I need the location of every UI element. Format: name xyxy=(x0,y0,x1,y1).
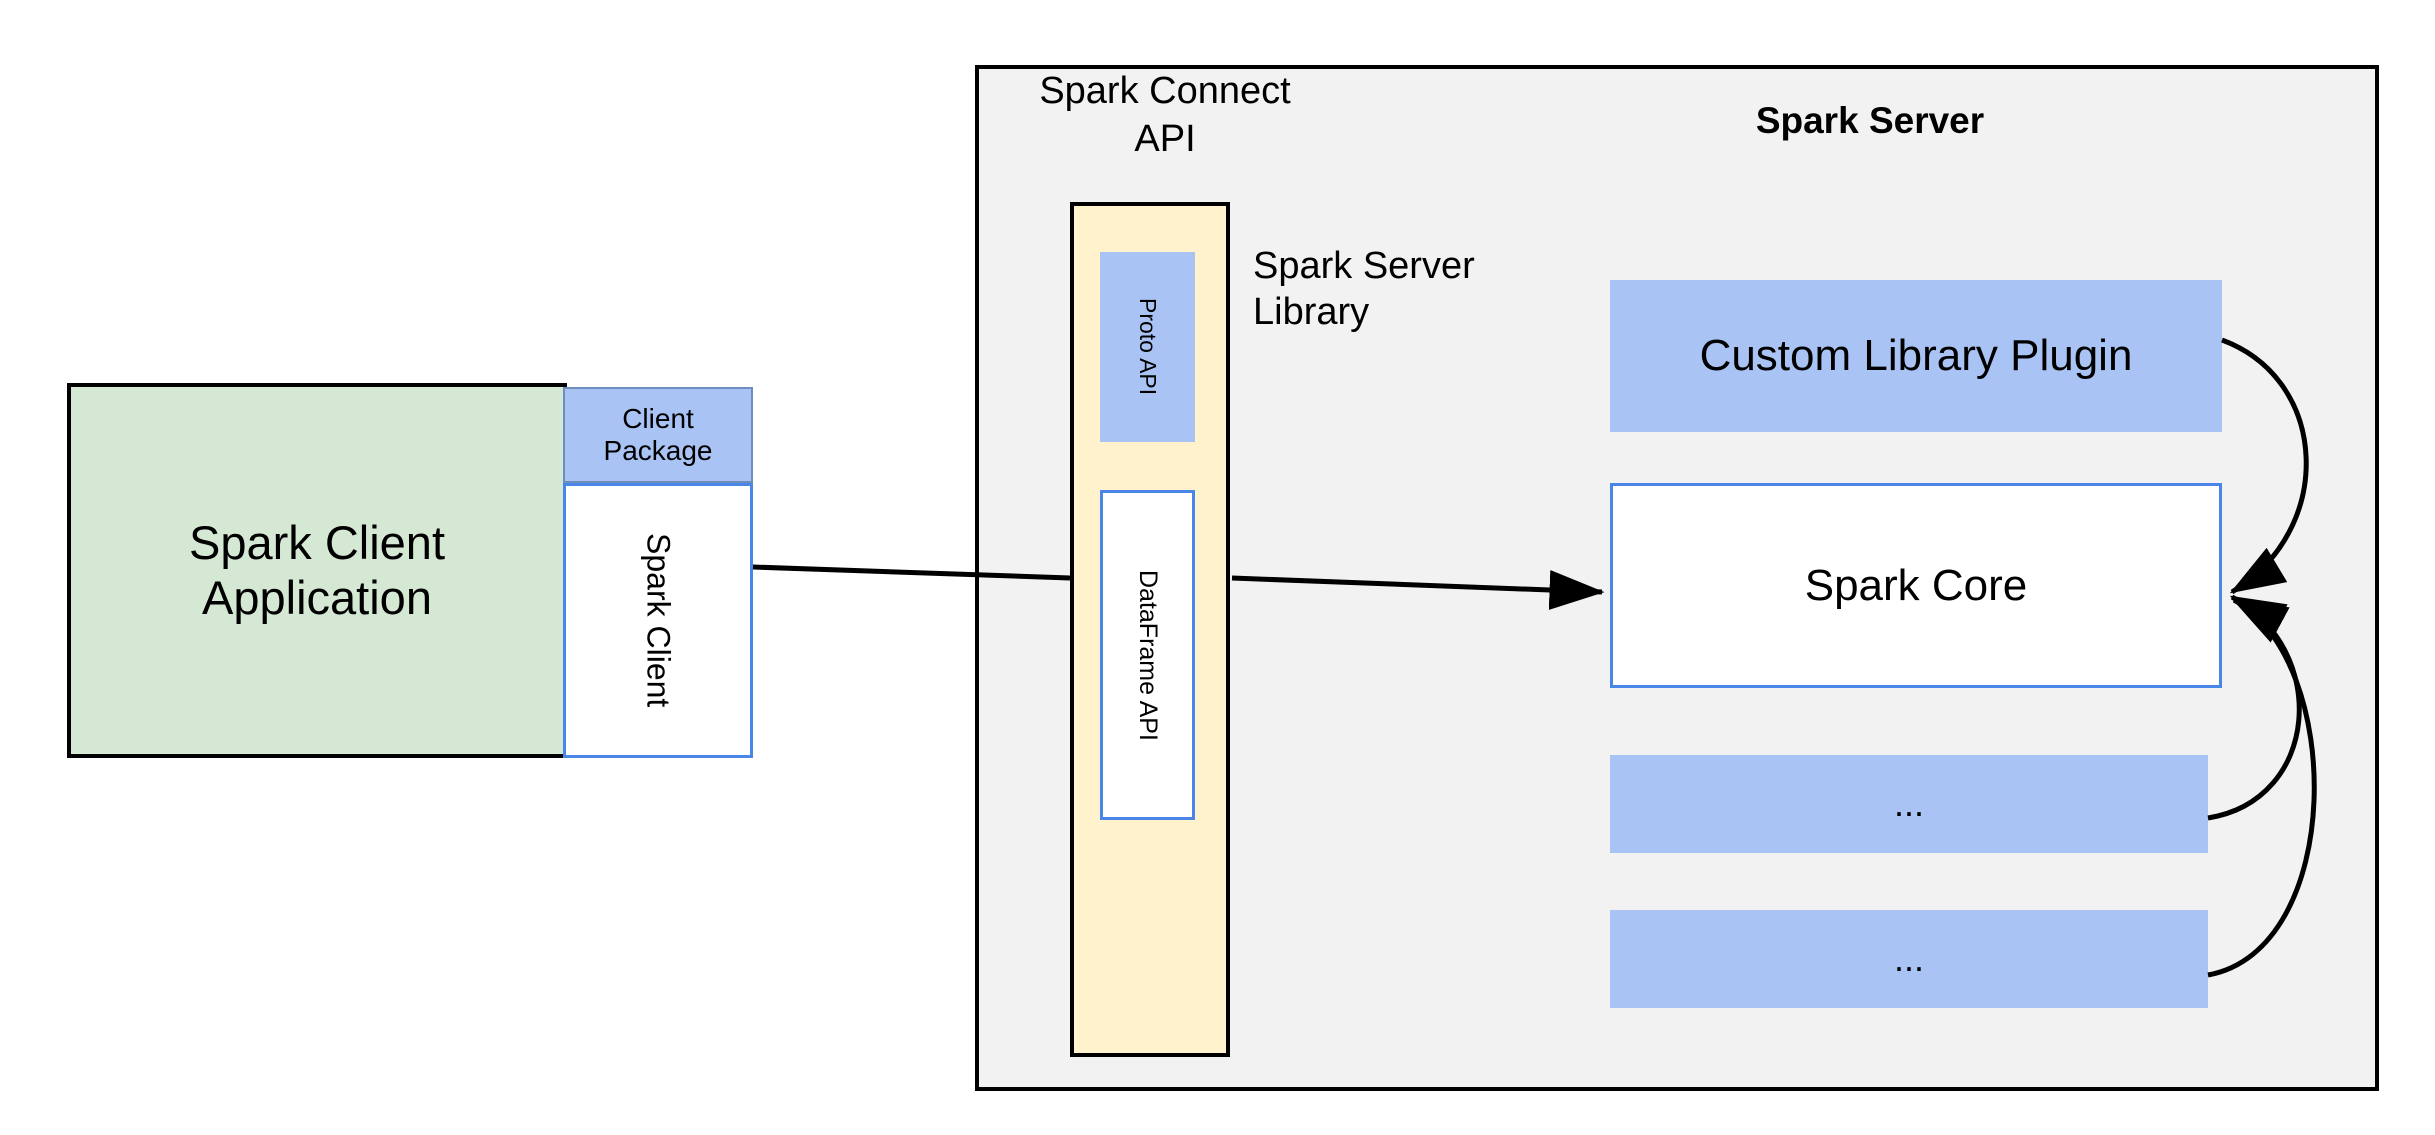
spark-core-label: Spark Core xyxy=(1804,560,2028,610)
dataframe-api-label: DataFrame API xyxy=(1134,569,1162,741)
proto-api-label: Proto API xyxy=(1134,298,1161,396)
spark-client-application-box[interactable]: Spark Client Application xyxy=(67,383,567,758)
dataframe-api-box[interactable]: DataFrame API xyxy=(1100,490,1195,820)
server-component-ellipsis-2-label: ... xyxy=(1893,938,1924,980)
spark-client-box[interactable]: Spark Client xyxy=(563,483,753,758)
spark-core-box[interactable]: Spark Core xyxy=(1610,483,2222,688)
spark-client-application-label: Spark Client Application xyxy=(189,515,445,624)
proto-api-box[interactable]: Proto API xyxy=(1100,252,1195,442)
spark-client-label: Spark Client xyxy=(640,533,677,708)
spark-server-library-label: Spark Server Library xyxy=(1253,245,1475,334)
custom-library-plugin-label: Custom Library Plugin xyxy=(1699,331,2133,381)
custom-library-plugin-box[interactable]: Custom Library Plugin xyxy=(1610,280,2222,432)
client-package-box[interactable]: Client Package xyxy=(563,387,753,483)
server-component-ellipsis-2[interactable]: ... xyxy=(1610,910,2208,1008)
spark-connect-api-label: Spark Connect API xyxy=(1039,70,1291,160)
server-component-ellipsis-1-label: ... xyxy=(1893,783,1924,825)
spark-server-title: Spark Server xyxy=(1755,100,1985,141)
server-component-ellipsis-1[interactable]: ... xyxy=(1610,755,2208,853)
client-package-label: Client Package xyxy=(603,402,713,466)
